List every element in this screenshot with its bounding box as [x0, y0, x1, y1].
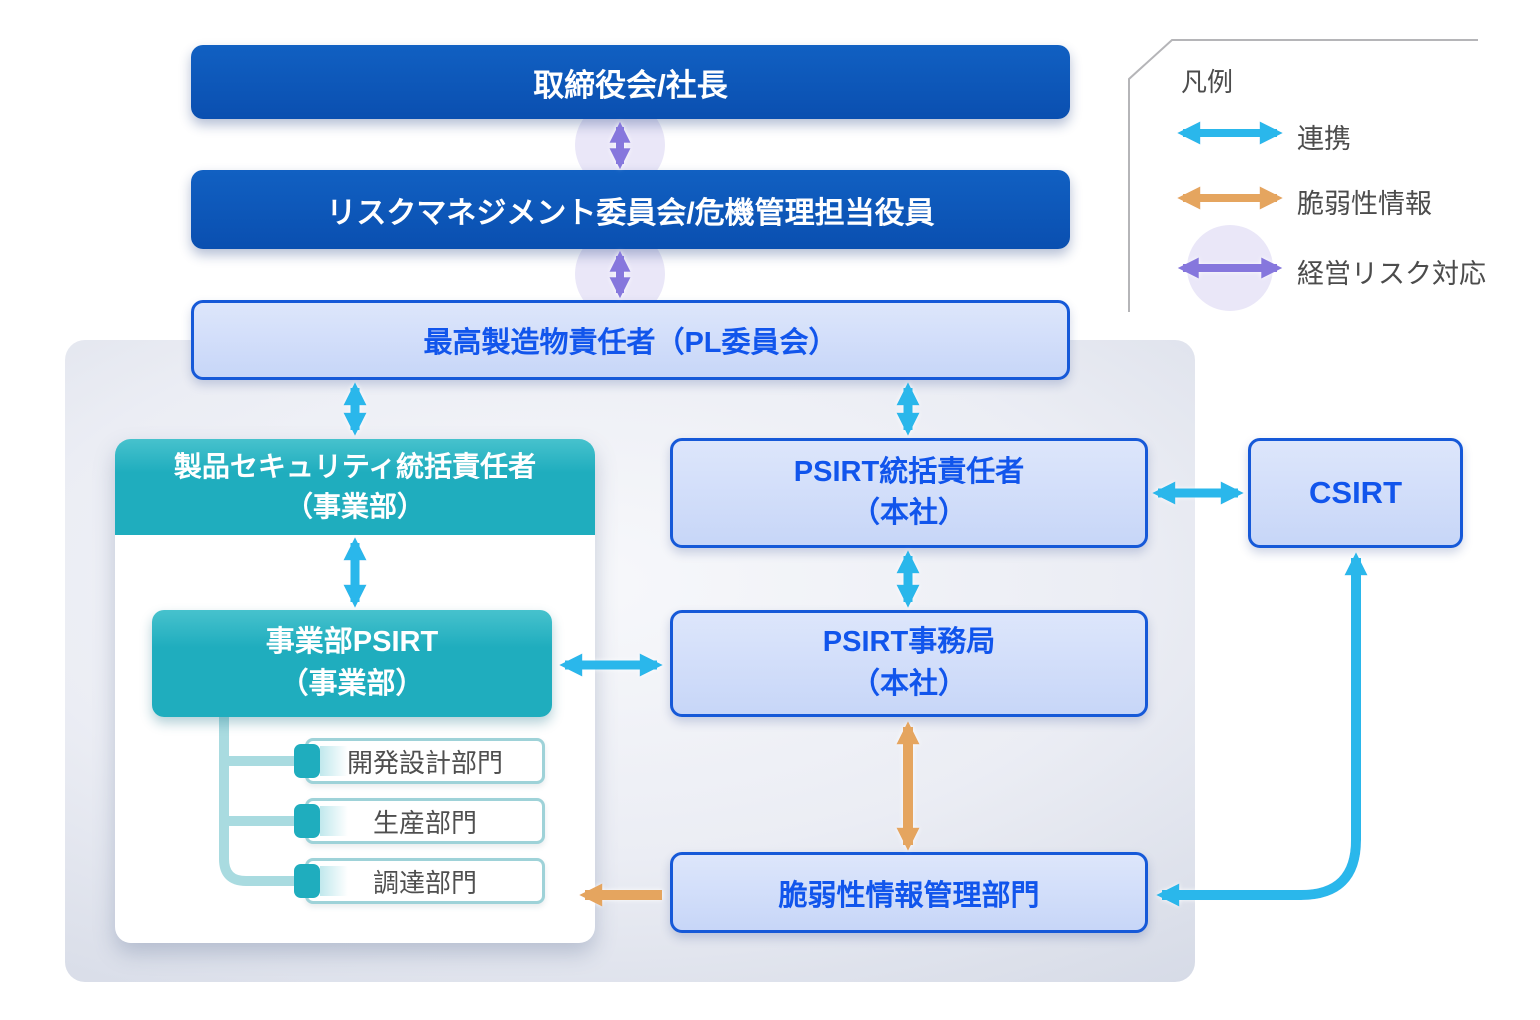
node-division-psirt-line1: 事業部PSIRT [265, 626, 439, 659]
legend-item-management-risk: 経営リスク対応 [1297, 259, 1486, 289]
node-board-of-directors: 取締役会/社長 [191, 45, 1070, 119]
node-production-dept-label: 生産部門 [372, 807, 477, 838]
node-vulnerability-info-dept: 脆弱性情報管理部門 [670, 852, 1148, 933]
dept-tab-icon [294, 864, 348, 898]
legend-item-cooperation: 連携 [1297, 124, 1351, 154]
node-pl-committee-label: 最高製造物責任者（PL委員会） [423, 327, 838, 359]
node-procurement-dept-label: 調達部門 [372, 867, 477, 898]
node-procurement-dept: 調達部門 [294, 858, 545, 904]
node-psirt-office: PSIRT事務局 （本社） [670, 610, 1148, 717]
node-psirt-lead-line2: （本社） [850, 497, 967, 529]
dept-tab-icon [294, 744, 348, 778]
node-pl-committee: 最高製造物責任者（PL委員会） [191, 300, 1070, 380]
node-csirt-label: CSIRT [1309, 475, 1402, 510]
node-product-security-lead: 製品セキュリティ統括責任者 （事業部） [115, 439, 595, 535]
node-vulnerability-info-dept-label: 脆弱性情報管理部門 [778, 879, 1040, 912]
node-psirt-office-line1: PSIRT事務局 [822, 626, 996, 659]
node-psirt-office-line2: （本社） [850, 667, 967, 700]
node-csirt: CSIRT [1248, 438, 1463, 548]
node-psirt-lead-line1: PSIRT統括責任者 [793, 455, 1025, 488]
node-production-dept: 生産部門 [294, 798, 545, 844]
legend-glow-circle [1187, 225, 1273, 311]
legend-item-vulnerability-info: 脆弱性情報 [1297, 189, 1432, 219]
node-division-psirt-line2: （事業部） [279, 667, 425, 700]
node-board-label: 取締役会/社長 [533, 67, 728, 103]
node-product-security-lead-line1: 製品セキュリティ統括責任者 [173, 451, 537, 483]
node-psirt-lead: PSIRT統括責任者 （本社） [670, 438, 1148, 548]
node-risk-management-committee: リスクマネジメント委員会/危機管理担当役員 [191, 170, 1070, 249]
node-division-psirt: 事業部PSIRT （事業部） [152, 610, 552, 717]
dept-tab-icon [294, 804, 348, 838]
legend-title: 凡例 [1181, 67, 1234, 97]
node-development-design-dept-label: 開発設計部門 [346, 747, 503, 778]
node-development-design-dept: 開発設計部門 [294, 738, 545, 784]
node-risk-committee-label: リスクマネジメント委員会/危機管理担当役員 [326, 196, 935, 230]
node-product-security-lead-line2: （事業部） [284, 491, 425, 522]
